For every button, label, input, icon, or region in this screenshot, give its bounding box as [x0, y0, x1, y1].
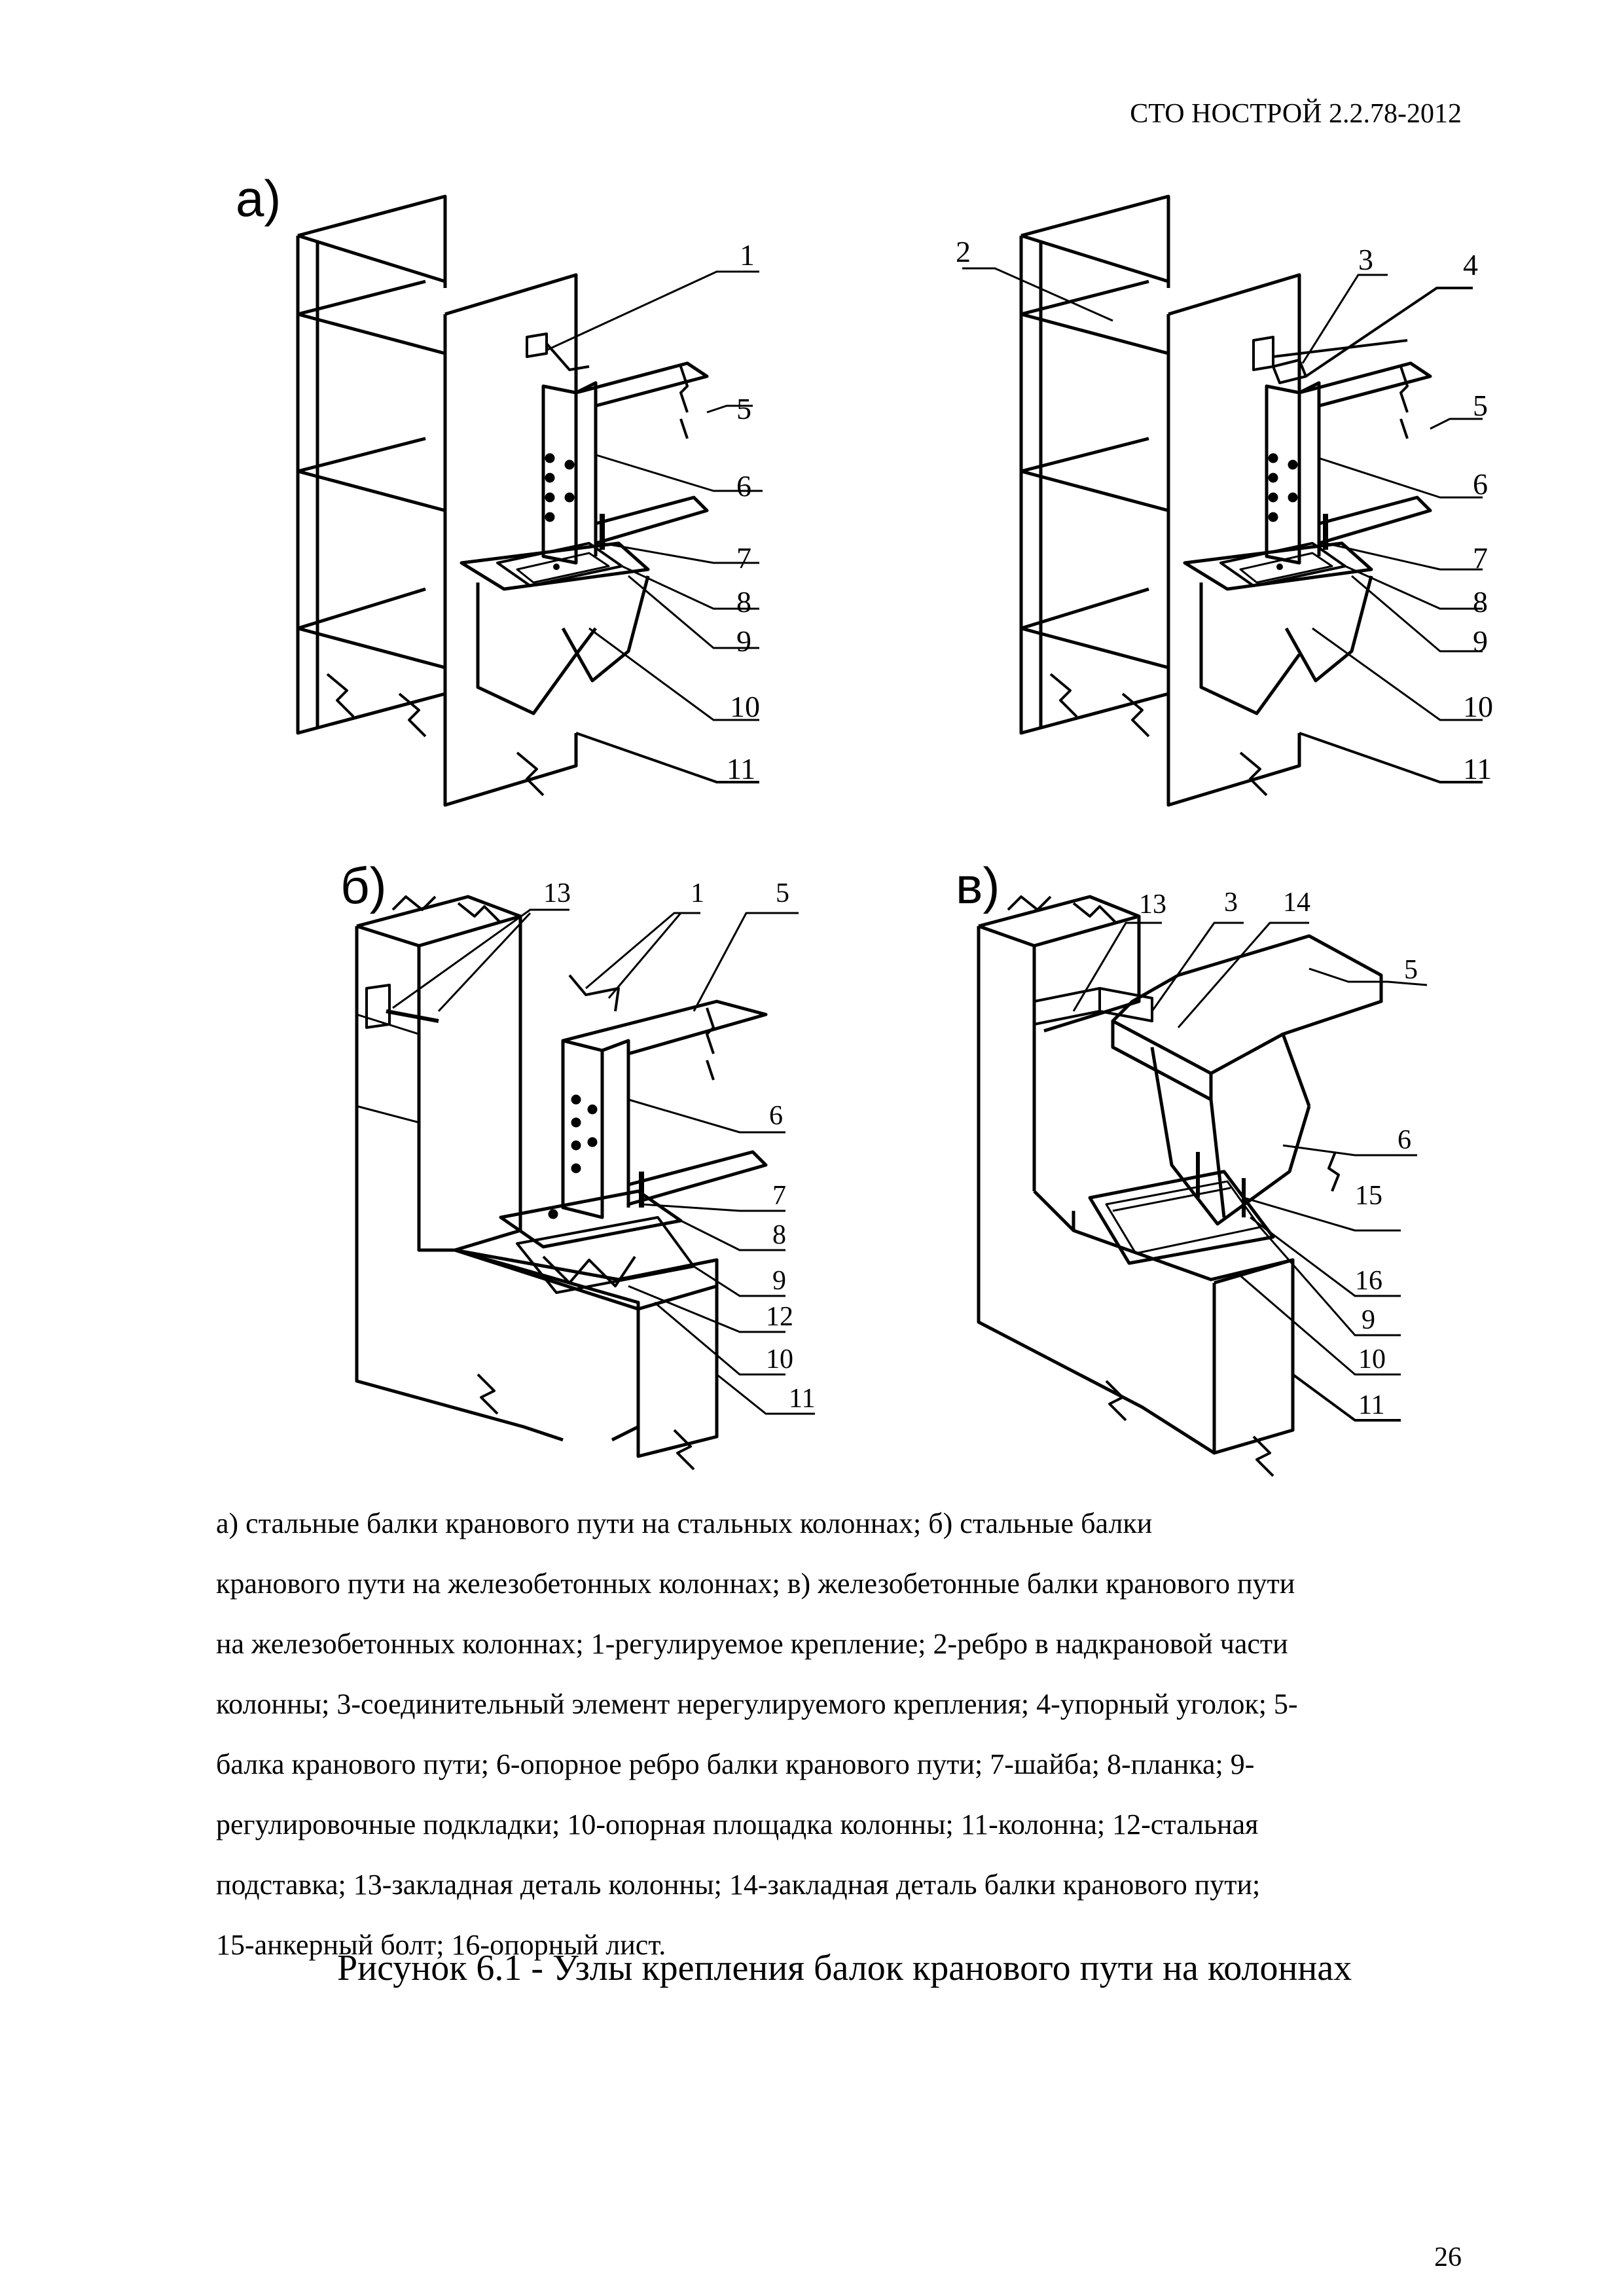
panel-b-label: б) — [340, 857, 387, 914]
panel-v-callout-6: 6 — [1398, 1125, 1411, 1155]
legend-line: а) стальные балки кранового пути на стал… — [216, 1507, 1153, 1539]
legend-line: колонны; 3-соединительный элемент нерегу… — [216, 1688, 1298, 1720]
figure-caption: Рисунок 6.1 - Узлы крепления балок крано… — [337, 1948, 1352, 1988]
panel-a-label: а) — [236, 170, 281, 227]
panel-a-left-drawing — [296, 194, 763, 807]
page-number: 26 — [1434, 2242, 1462, 2272]
panel-b-callout-1: 1 — [691, 878, 704, 908]
panel-a2-callout-3: 3 — [1358, 243, 1373, 276]
panel-a1-callout-10: 10 — [730, 690, 760, 723]
panel-a1-callout-5: 5 — [736, 392, 751, 425]
panel-b-drawing — [355, 895, 815, 1471]
figure-drawing: 1 5 6 7 8 9 10 11 а) — [236, 170, 1493, 1477]
panel-v-callout-15: 15 — [1355, 1181, 1382, 1211]
panel-a2-callout-5: 5 — [1473, 389, 1488, 422]
figure-legend: а) стальные балки кранового пути на стал… — [216, 1494, 1492, 1975]
panel-a-right-drawing — [962, 194, 1483, 807]
panel-a2-callout-11: 11 — [1463, 752, 1492, 785]
panel-a2-callout-7: 7 — [1473, 541, 1488, 575]
panel-b-callout-13: 13 — [543, 878, 571, 908]
panel-a1-callout-9: 9 — [736, 624, 751, 658]
panel-a2-callout-4: 4 — [1463, 248, 1478, 281]
panel-b-callout-9: 9 — [772, 1266, 786, 1296]
panel-v-drawing — [977, 895, 1428, 1477]
legend-line: на железобетонных колоннах; 1-регулируем… — [216, 1628, 1288, 1660]
panel-a1-callout-8: 8 — [736, 585, 751, 619]
panel-b-callout-7: 7 — [772, 1181, 786, 1211]
panel-a2-callout-10: 10 — [1463, 690, 1493, 723]
panel-a2-callout-6: 6 — [1473, 467, 1488, 501]
panel-a1-callout-11: 11 — [727, 752, 755, 785]
panel-a1-callout-7: 7 — [736, 541, 751, 575]
document-code: СТО НОСТРОЙ 2.2.78-2012 — [1130, 99, 1462, 129]
panel-v-callout-9: 9 — [1362, 1305, 1375, 1335]
legend-line: регулировочные подкладки; 10-опорная пло… — [216, 1808, 1259, 1840]
panel-v-callout-14: 14 — [1283, 888, 1310, 918]
panel-a2-callout-8: 8 — [1473, 585, 1488, 619]
panel-v-label: в) — [956, 857, 1000, 914]
panel-b-callout-8: 8 — [772, 1220, 786, 1250]
panel-v-callout-11: 11 — [1358, 1390, 1384, 1420]
panel-v-callout-5: 5 — [1404, 955, 1418, 985]
panel-b-callout-10: 10 — [766, 1344, 793, 1374]
panel-b-callout-6: 6 — [769, 1101, 783, 1131]
panel-a2-callout-2: 2 — [956, 235, 971, 268]
panel-v-callout-13: 13 — [1139, 889, 1166, 920]
panel-b-callout-5: 5 — [776, 878, 789, 908]
panel-b-callout-12: 12 — [766, 1302, 793, 1332]
panel-a1-callout-6: 6 — [736, 469, 751, 503]
panel-v-callout-10: 10 — [1358, 1344, 1386, 1374]
figure-6-1: 1 5 6 7 8 9 10 11 а) — [236, 170, 1493, 1477]
panel-v-callout-16: 16 — [1355, 1266, 1382, 1296]
legend-line: подставка; 13-закладная деталь колонны; … — [216, 1869, 1261, 1901]
panel-a2-callout-9: 9 — [1473, 624, 1488, 658]
panel-b-callout-11: 11 — [789, 1384, 815, 1414]
panel-v-callout-3: 3 — [1224, 888, 1238, 918]
legend-line: кранового пути на железобетонных колонна… — [216, 1568, 1295, 1600]
legend-line: 15-анкерный болт; 16-опорный лист. — [216, 1929, 666, 1961]
legend-line: балка кранового пути; 6-опорное ребро ба… — [216, 1748, 1255, 1780]
panel-a1-callout-1: 1 — [740, 238, 755, 272]
